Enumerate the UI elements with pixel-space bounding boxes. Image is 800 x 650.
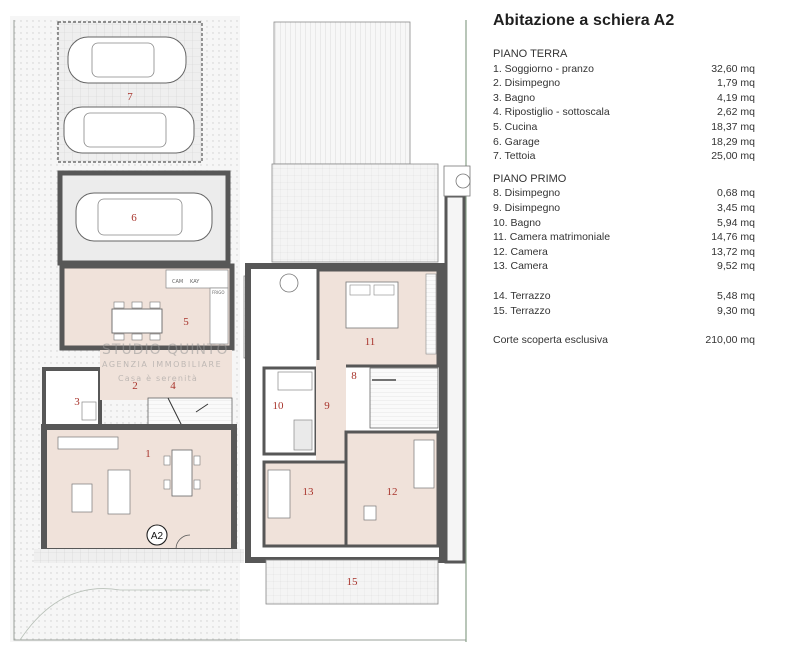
room-number: 9 xyxy=(324,400,330,412)
kitchen-tag: CAM xyxy=(172,279,183,285)
watermark: AGENZIA IMMOBILIARE xyxy=(102,360,223,369)
room-number: 12 xyxy=(387,486,398,498)
first-floor: 14 11 10 8 9 13 xyxy=(243,21,471,605)
car-icon xyxy=(75,192,213,242)
legend-title: Abitazione a schiera A2 xyxy=(493,12,675,29)
area-legend: Abitazione a schiera A2 PIANO TERRA 1. S… xyxy=(493,12,755,348)
dining-table xyxy=(111,301,163,341)
room-number: 3 xyxy=(74,396,80,408)
room-number: 10 xyxy=(273,400,285,412)
room-number: 8 xyxy=(351,370,357,382)
room-7-tettoia: 7 xyxy=(57,21,203,163)
kitchen-tag: KAY xyxy=(190,279,200,285)
room-number: 4 xyxy=(170,380,176,392)
room-number: 15 xyxy=(347,576,359,588)
room-number: 6 xyxy=(131,212,137,224)
section-heading-ground: PIANO TERRA xyxy=(493,48,568,60)
room-number: 5 xyxy=(183,316,189,328)
dining-table xyxy=(163,449,201,497)
floor-plan: 7 6 CAM FRIGO KAY 5 3 2 xyxy=(10,16,471,642)
room-number: 11 xyxy=(365,336,376,348)
unit-badge: A2 xyxy=(146,524,168,546)
room-number: 7 xyxy=(127,91,133,103)
sofa xyxy=(57,436,131,515)
room-number: 2 xyxy=(132,380,138,392)
bed xyxy=(345,281,399,329)
kitchen-tag: FRIGO xyxy=(212,290,225,295)
room-number: 1 xyxy=(145,448,151,460)
section-heading-first: PIANO PRIMO xyxy=(493,172,567,185)
watermark: STUDIO QUINTO xyxy=(102,342,229,358)
car-icon xyxy=(67,36,187,84)
stair xyxy=(369,367,439,429)
ground-floor: 6 CAM FRIGO KAY 5 3 2 4 xyxy=(34,170,244,563)
room-number: 13 xyxy=(303,486,315,498)
stair xyxy=(147,397,233,427)
svg-text:A2: A2 xyxy=(151,531,164,542)
car-icon xyxy=(63,106,195,154)
watermark: Casa è serenità xyxy=(118,374,199,383)
